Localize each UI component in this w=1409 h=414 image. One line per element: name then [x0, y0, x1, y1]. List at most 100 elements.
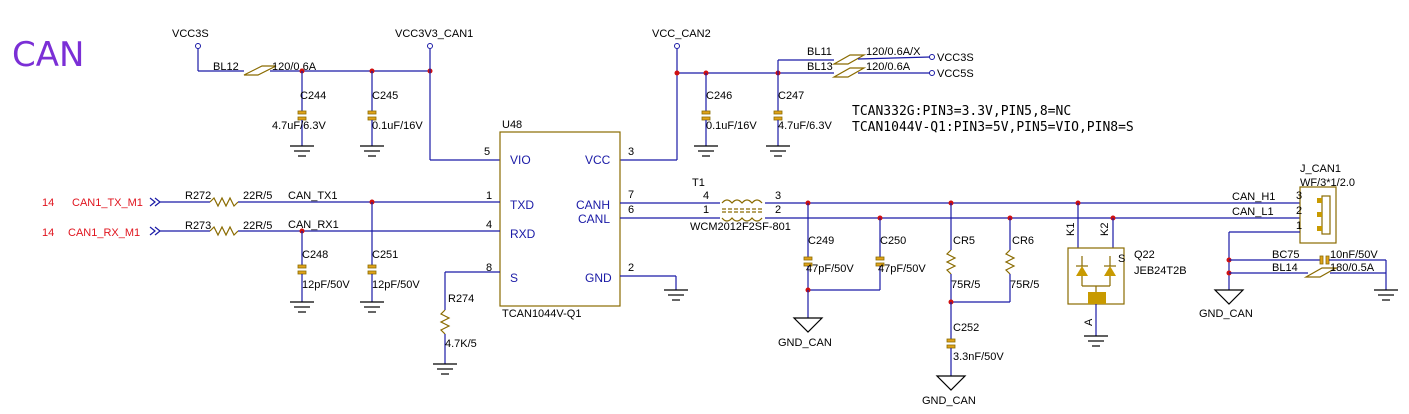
- svg-text:1: 1: [1296, 220, 1302, 232]
- can-l1-net: CAN_L1: [1232, 206, 1274, 218]
- note-line-1: TCAN332G:PIN3=3.3V,PIN5,8=NC: [852, 104, 1071, 119]
- svg-text:4.7uF/6.3V: 4.7uF/6.3V: [778, 120, 832, 132]
- svg-text:BL11: BL11: [807, 46, 832, 58]
- svg-text:S: S: [1118, 253, 1125, 265]
- svg-text:C246: C246: [706, 90, 732, 102]
- c246-capacitor: C246 0.1uF/16V: [701, 73, 757, 146]
- svg-text:14: 14: [42, 197, 54, 209]
- vcc3s-out-label: VCC3S: [937, 52, 974, 64]
- ground-icon: [433, 363, 457, 375]
- svg-text:4: 4: [703, 190, 709, 202]
- svg-text:5: 5: [484, 146, 490, 158]
- c250-capacitor: C250 47pF/50V: [875, 218, 926, 290]
- svg-text:120/0.6A: 120/0.6A: [272, 61, 317, 73]
- svg-text:0.1uF/16V: 0.1uF/16V: [372, 120, 423, 132]
- ground-symbols: [290, 145, 1398, 375]
- svg-text:A: A: [1083, 318, 1095, 326]
- svg-text:CR6: CR6: [1012, 235, 1034, 247]
- svg-text:1: 1: [703, 204, 709, 216]
- svg-text:1: 1: [486, 190, 492, 202]
- svg-text:GND_CAN: GND_CAN: [778, 337, 832, 349]
- svg-text:U48: U48: [502, 119, 522, 131]
- svg-text:47pF/50V: 47pF/50V: [878, 263, 926, 275]
- svg-text:12pF/50V: 12pF/50V: [302, 279, 350, 291]
- bl12-ferrite-bead: BL12 120/0.6A: [213, 61, 317, 76]
- svg-text:C252: C252: [953, 322, 979, 334]
- svg-text:22R/5: 22R/5: [243, 220, 272, 232]
- svg-text:JEB24T2B: JEB24T2B: [1134, 265, 1187, 277]
- svg-text:C245: C245: [372, 90, 398, 102]
- cr6-resistor: CR6 75R/5: [1004, 218, 1039, 302]
- svg-text:R274: R274: [448, 293, 474, 305]
- svg-text:Q22: Q22: [1134, 249, 1155, 261]
- svg-text:S: S: [510, 271, 518, 285]
- svg-text:10nF/50V: 10nF/50V: [1330, 249, 1378, 261]
- svg-text:C249: C249: [808, 235, 834, 247]
- svg-text:RXD: RXD: [510, 227, 536, 241]
- ground-icon: [664, 289, 688, 301]
- svg-text:CANH: CANH: [576, 198, 610, 212]
- svg-text:12pF/50V: 12pF/50V: [372, 279, 420, 291]
- svg-text:BC75: BC75: [1272, 249, 1300, 261]
- svg-text:K1: K1: [1065, 223, 1077, 236]
- svg-text:C244: C244: [300, 90, 326, 102]
- ground-icon: [360, 301, 384, 313]
- svg-text:75R/5: 75R/5: [951, 279, 980, 291]
- u48-transceiver: U48 TCAN1044V-Q1 VIO TXD RXD S VCC CANH …: [484, 119, 677, 320]
- tx-input-section: 14 CAN1_TX_M1 R272 22R/5 CAN_TX1: [42, 190, 500, 209]
- vcc3s-label: VCC3S: [172, 28, 209, 40]
- svg-text:75R/5: 75R/5: [1010, 279, 1039, 291]
- ground-icon: [360, 145, 384, 157]
- gnd-can-symbol-1: GND_CAN: [778, 317, 832, 349]
- c251-capacitor: C251 12pF/50V: [367, 202, 420, 302]
- svg-text:120/0.6A: 120/0.6A: [866, 61, 911, 73]
- vcc-can2-label: VCC_CAN2: [652, 28, 711, 40]
- svg-text:8: 8: [486, 262, 492, 274]
- gnd-can-symbol-3: GND_CAN: [1199, 289, 1253, 320]
- svg-text:GND_CAN: GND_CAN: [922, 395, 976, 407]
- ground-icon: [290, 301, 314, 313]
- bc75-capacitor: BC75 10nF/50V: [1229, 249, 1386, 265]
- svg-text:0.1uF/16V: 0.1uF/16V: [706, 120, 757, 132]
- can-rx1-net: CAN_RX1: [288, 219, 339, 231]
- vcc-can2-power-section: VCC_CAN2 BL11 120/0.6A/X VCC3S BL13 120/…: [620, 28, 974, 161]
- bl11-ferrite-bead: BL11 120/0.6A/X VCC3S: [807, 46, 974, 65]
- svg-text:GND: GND: [585, 271, 612, 285]
- svg-text:BL14: BL14: [1272, 262, 1298, 274]
- schematic-title: CAN: [12, 35, 84, 75]
- ground-icon: [694, 145, 718, 157]
- svg-text:3: 3: [1296, 190, 1302, 202]
- svg-text:C247: C247: [778, 90, 804, 102]
- svg-text:C251: C251: [372, 249, 398, 261]
- vcc5s-label: VCC5S: [937, 68, 974, 80]
- svg-text:CR5: CR5: [953, 235, 975, 247]
- svg-text:TXD: TXD: [510, 198, 534, 212]
- ground-icon: [290, 145, 314, 157]
- can-tx1-net: CAN_TX1: [288, 190, 338, 202]
- c245-capacitor: C245 0.1uF/16V: [367, 71, 423, 146]
- svg-text:180/0.5A: 180/0.5A: [1330, 262, 1375, 274]
- ground-icon: [1374, 289, 1398, 301]
- svg-text:3: 3: [628, 146, 634, 158]
- c248-capacitor: C248 12pF/50V: [297, 231, 350, 302]
- svg-text:T1: T1: [692, 177, 705, 189]
- svg-text:3: 3: [775, 190, 781, 202]
- ground-icon: [1084, 335, 1108, 347]
- svg-text:K2: K2: [1099, 223, 1111, 236]
- svg-text:2: 2: [775, 204, 781, 216]
- svg-text:VIO: VIO: [510, 153, 531, 167]
- c244-capacitor: C244 4.7uF/6.3V: [272, 71, 326, 146]
- q22-tvs-diode: K1 K2 A S Q22 JEB24T2B: [1065, 203, 1187, 336]
- svg-text:BL12: BL12: [213, 61, 239, 73]
- r274-resistor: R274 4.7K/5: [439, 271, 500, 364]
- svg-text:4.7uF/6.3V: 4.7uF/6.3V: [272, 120, 326, 132]
- svg-text:3.3nF/50V: 3.3nF/50V: [953, 351, 1004, 363]
- svg-text:WCM2012F2SF-801: WCM2012F2SF-801: [690, 221, 791, 233]
- gnd-can-symbol-2: GND_CAN: [922, 375, 976, 407]
- svg-text:120/0.6A/X: 120/0.6A/X: [866, 46, 921, 58]
- cr5-resistor: CR5 75R/5: [945, 203, 980, 302]
- note-line-2: TCAN1044V-Q1:PIN3=5V,PIN5=VIO,PIN8=S: [852, 120, 1134, 135]
- bl14-ferrite-bead: BL14 180/0.5A: [1229, 262, 1386, 278]
- svg-text:4.7K/5: 4.7K/5: [445, 338, 477, 350]
